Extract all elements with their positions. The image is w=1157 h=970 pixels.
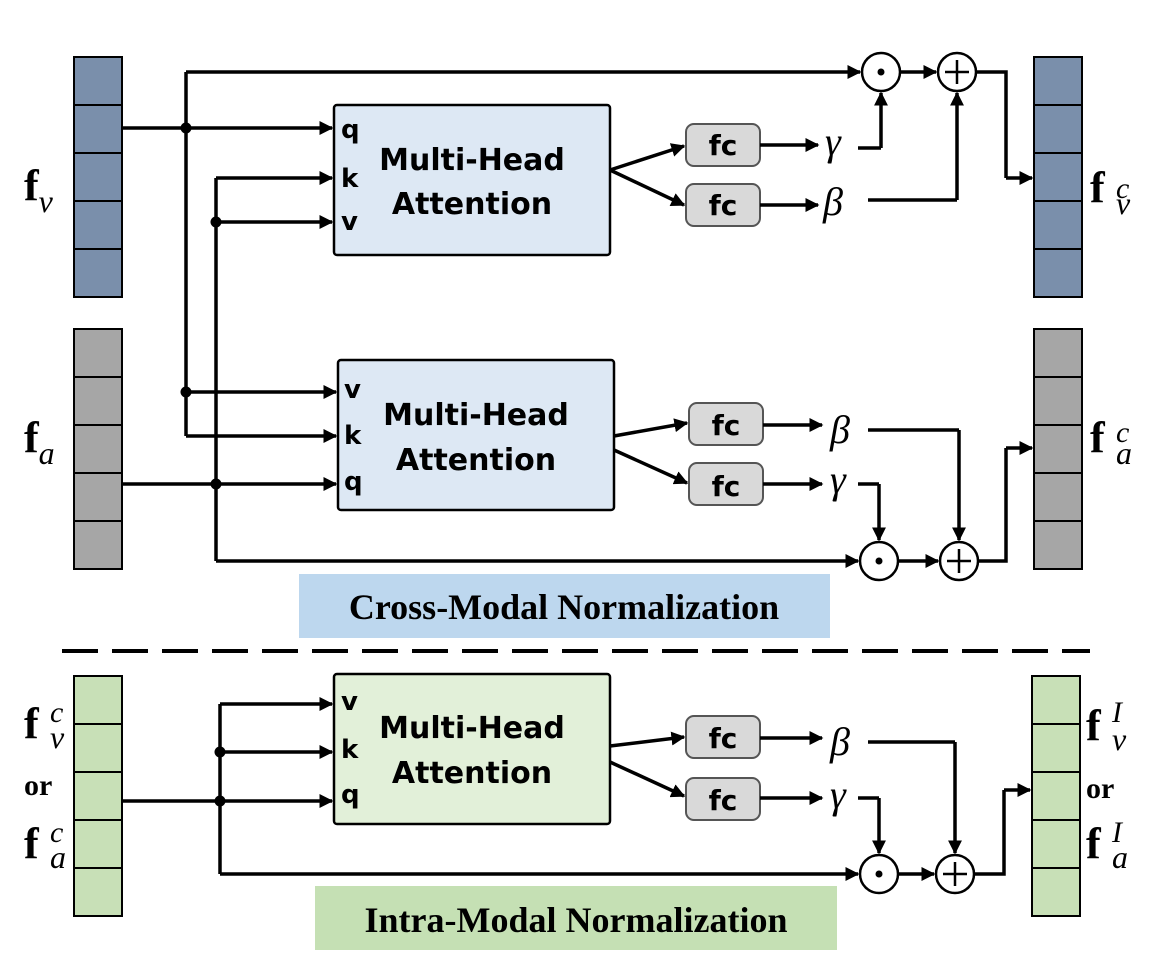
output-vector-audio xyxy=(1033,328,1083,570)
svg-text:f: f xyxy=(1086,819,1102,868)
multiply-op-intra xyxy=(858,853,900,895)
banner-intra-modal: Intra-Modal Normalization xyxy=(315,886,837,950)
fc-box-audio-top: fc xyxy=(688,402,764,446)
label-output-intra-or: or xyxy=(1086,772,1114,805)
fc-box-intra-bottom: fc xyxy=(685,777,761,821)
label-output-video: f c v xyxy=(1090,163,1131,221)
svg-text:f: f xyxy=(1090,163,1106,212)
svg-text:fc: fc xyxy=(709,722,738,755)
svg-text:a: a xyxy=(50,839,66,875)
svg-text:Multi-Head: Multi-Head xyxy=(379,143,565,178)
svg-text:a: a xyxy=(1116,435,1132,471)
label-output-intra-top: f I v xyxy=(1086,696,1127,757)
svg-text:q: q xyxy=(341,115,360,145)
param-beta-intra: β xyxy=(829,719,850,764)
svg-text:I: I xyxy=(1111,696,1124,729)
svg-text:a: a xyxy=(1112,839,1128,875)
svg-text:fc: fc xyxy=(712,409,741,442)
svg-text:v: v xyxy=(50,719,65,755)
svg-text:c: c xyxy=(1116,416,1129,449)
param-beta-video: β xyxy=(822,179,843,224)
add-op-video xyxy=(936,51,978,93)
svg-text:f: f xyxy=(24,819,40,868)
svg-text:f: f xyxy=(1090,413,1106,462)
add-op-audio xyxy=(938,540,980,582)
svg-text:c: c xyxy=(50,816,63,849)
svg-text:v: v xyxy=(341,207,358,237)
connectors-audio-branch xyxy=(122,178,1034,568)
svg-text:Multi-Head: Multi-Head xyxy=(383,398,569,433)
svg-text:v: v xyxy=(1112,721,1127,757)
svg-text:q: q xyxy=(341,780,360,810)
svg-text:Cross-Modal Normalization: Cross-Modal Normalization xyxy=(349,587,779,627)
svg-text:fc: fc xyxy=(712,470,741,503)
svg-text:Attention: Attention xyxy=(392,756,552,791)
fc-box-video-top: fc xyxy=(685,123,761,167)
svg-text:fc: fc xyxy=(709,784,738,817)
param-gamma-video: γ xyxy=(825,119,842,164)
banner-cross-modal: Cross-Modal Normalization xyxy=(299,574,830,638)
svg-text:c: c xyxy=(50,696,63,729)
label-output-audio: f c a xyxy=(1090,413,1132,471)
attention-block-video: Multi-Head Attention q k v xyxy=(332,103,612,257)
svg-text:v: v xyxy=(341,687,358,717)
param-beta-audio: β xyxy=(829,407,850,452)
svg-text:Multi-Head: Multi-Head xyxy=(379,711,565,746)
fc-box-intra-top: fc xyxy=(685,715,761,759)
svg-text:k: k xyxy=(341,735,359,765)
svg-text:fc: fc xyxy=(709,129,738,162)
junction-dots xyxy=(180,122,226,807)
fc-box-audio-bottom: fc xyxy=(688,462,764,506)
fc-box-video-bottom: fc xyxy=(685,183,761,227)
multiply-op-audio xyxy=(858,540,900,582)
input-vector-video xyxy=(73,56,123,298)
attention-block-audio: Multi-Head Attention v k q xyxy=(336,358,616,512)
svg-text:Attention: Attention xyxy=(396,443,556,478)
svg-text:k: k xyxy=(341,164,359,194)
svg-text:f: f xyxy=(1086,701,1102,750)
label-input-video: fv xyxy=(24,161,54,219)
label-input-audio: fa xyxy=(24,413,55,471)
svg-text:I: I xyxy=(1111,816,1124,849)
svg-text:Intra-Modal Normalization: Intra-Modal Normalization xyxy=(365,900,788,940)
svg-text:Attention: Attention xyxy=(392,187,552,222)
param-gamma-intra: γ xyxy=(830,772,847,817)
input-vector-intra xyxy=(73,675,123,917)
attention-block-intra: Multi-Head Attention v k q xyxy=(332,672,612,826)
label-output-intra-bottom: f I a xyxy=(1086,816,1128,875)
svg-text:v: v xyxy=(1116,185,1131,221)
svg-text:k: k xyxy=(344,421,362,451)
output-vector-video xyxy=(1033,56,1083,298)
svg-text:fc: fc xyxy=(709,189,738,222)
label-input-intra-or: or xyxy=(24,769,52,802)
svg-text:f: f xyxy=(24,699,40,748)
multiply-op-video xyxy=(860,51,902,93)
label-input-intra-bottom: f c a xyxy=(24,816,66,875)
svg-text:v: v xyxy=(344,375,361,405)
output-vector-intra xyxy=(1031,675,1081,917)
param-gamma-audio: γ xyxy=(830,457,847,502)
label-input-intra-top: f c v xyxy=(24,696,65,755)
add-op-intra xyxy=(934,853,976,895)
connectors-intra-branch xyxy=(122,697,1032,881)
input-vector-audio xyxy=(73,328,123,570)
svg-text:q: q xyxy=(344,467,363,497)
svg-text:c: c xyxy=(1116,172,1129,205)
